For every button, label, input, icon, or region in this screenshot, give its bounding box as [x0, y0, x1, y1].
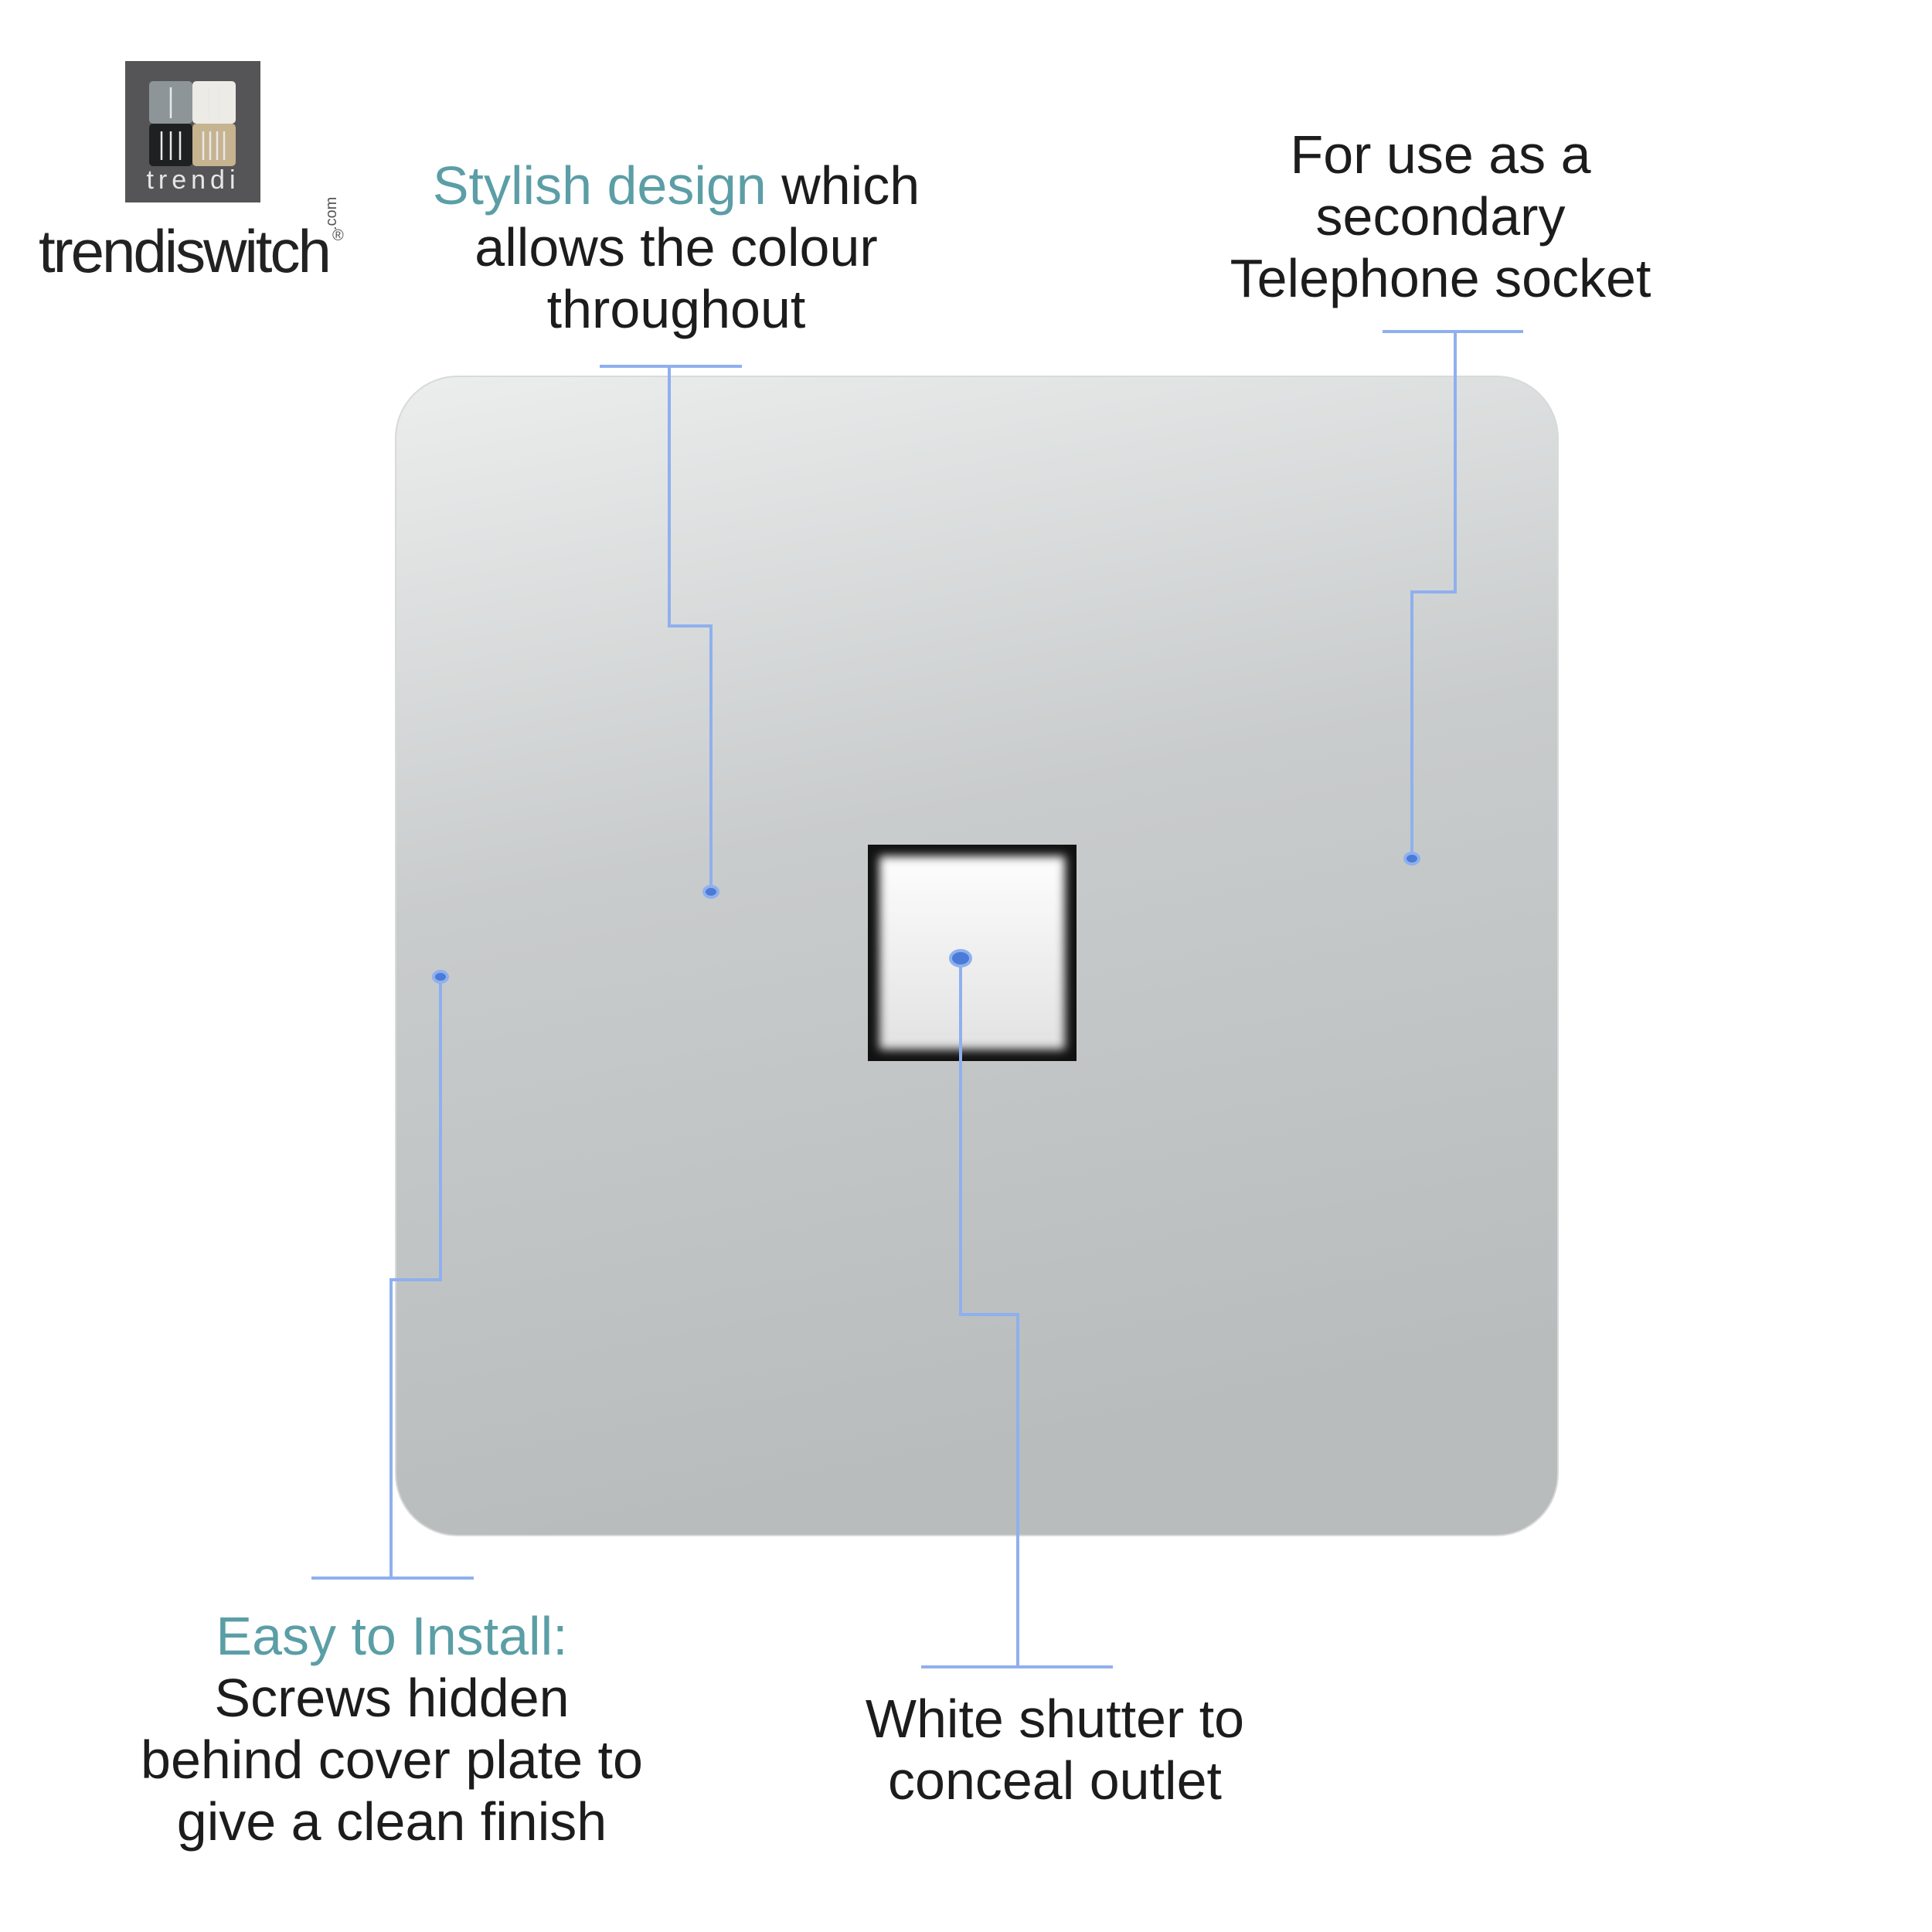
callout-install: Easy to Install: Screws hidden behind co…: [141, 1605, 643, 1852]
callout-shutter: White shutter to conceal outlet: [866, 1688, 1244, 1811]
registered-mark: ®: [332, 227, 344, 244]
callout-telephone-line1: For use as a: [1290, 124, 1591, 185]
callout-dot-design: [702, 885, 719, 899]
callout-design-rest: which: [766, 155, 920, 216]
leader-shutter: [921, 958, 1113, 1668]
logo-box-text: trendi: [146, 165, 240, 195]
callout-design-line2: allows the colour: [474, 217, 878, 277]
leader-lines: [311, 330, 1523, 1668]
callout-telephone-line3: Telephone socket: [1230, 248, 1651, 308]
logo-tile-gold: [192, 124, 236, 166]
leader-telephone: [1383, 330, 1523, 857]
logo-tile-white: [192, 81, 236, 124]
leader-install: [311, 977, 474, 1580]
callout-shutter-line2: conceal outlet: [888, 1750, 1222, 1811]
callout-design-accent: Stylish design: [432, 155, 767, 216]
callout-install-line4: give a clean finish: [176, 1791, 607, 1852]
brand-suffix: .com: [323, 196, 340, 230]
callout-install-line3: behind cover plate to: [141, 1730, 643, 1790]
callout-telephone: For use as a secondary Telephone socket: [1230, 124, 1651, 309]
callout-dot-shutter: [949, 949, 972, 968]
callout-design: Stylish design which allows the colour t…: [433, 155, 920, 340]
white-shutter: [879, 856, 1065, 1049]
callout-dot-install: [432, 970, 449, 984]
callout-telephone-line2: secondary: [1315, 186, 1566, 247]
brand-wordmark: trendiswitch: [39, 217, 332, 285]
callout-shutter-line1: White shutter to: [865, 1689, 1245, 1749]
callout-dot-telephone: [1403, 852, 1420, 866]
callout-install-accent: Easy to Install:: [216, 1606, 568, 1666]
leader-design: [600, 365, 742, 890]
brand-logo: [125, 61, 260, 202]
callout-design-line3: throughout: [546, 279, 806, 339]
callout-install-line2: Screws hidden: [214, 1668, 570, 1728]
